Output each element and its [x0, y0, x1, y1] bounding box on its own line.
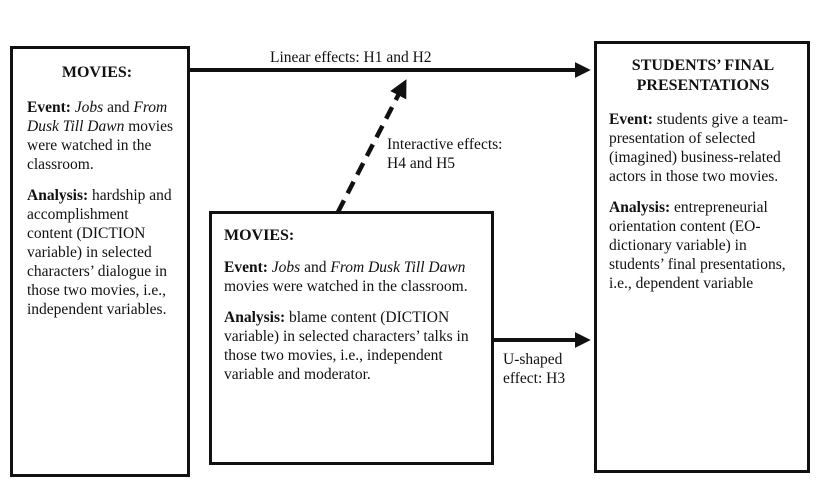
- analysis-label: Analysis:: [27, 187, 89, 204]
- students-presentations-box: STUDENTS’ FINAL PRESENTATIONS Event: stu…: [594, 41, 810, 473]
- interactive-effect-arrow: [336, 79, 407, 214]
- u-shaped-effect-label: U-shaped effect: H3: [503, 350, 565, 388]
- u-shaped-effect-label-line1: U-shaped: [503, 351, 563, 368]
- interactive-effect-label: Interactive effects: H4 and H5: [387, 135, 502, 173]
- movie-title-jobs: Jobs: [271, 259, 301, 276]
- analysis-paragraph: Analysis: blame content (DICTION variabl…: [224, 309, 469, 383]
- movies-independent-box: MOVIES: Event: Jobs and From Dusk Till D…: [10, 46, 190, 477]
- linear-effect-label: Linear effects: H1 and H2: [270, 49, 432, 66]
- movie-title-from-dusk-till-dawn: From Dusk Till Dawn: [330, 259, 466, 276]
- analysis-label: Analysis:: [224, 309, 286, 326]
- box-title: MOVIES:: [224, 227, 295, 244]
- movies-moderator-box: MOVIES: Event: Jobs and From Dusk Till D…: [209, 211, 494, 465]
- event-label: Event:: [224, 259, 268, 276]
- event-paragraph: Event: students give a team-presentation…: [609, 111, 789, 185]
- event-label: Event:: [27, 99, 71, 116]
- analysis-paragraph: Analysis: entrepreneurial orientation co…: [609, 199, 786, 292]
- movie-title-jobs: Jobs: [74, 99, 104, 116]
- u-shaped-effect-label-line2: effect: H3: [503, 370, 566, 387]
- box-title: STUDENTS’ FINAL PRESENTATIONS: [631, 57, 775, 94]
- movie-title-from-dusk-till-dawn: From Dusk Till Dawn: [27, 99, 168, 135]
- analysis-paragraph: Analysis: hardship and accomplishment co…: [27, 187, 172, 318]
- interactive-effect-label-line1: Interactive effects:: [387, 136, 503, 153]
- event-label: Event:: [609, 111, 653, 128]
- event-paragraph: Event: Jobs and From Dusk Till Dawn movi…: [224, 259, 468, 295]
- interactive-effect-label-line2: H4 and H5: [387, 155, 456, 172]
- box-title: MOVIES:: [61, 64, 133, 81]
- analysis-label: Analysis:: [609, 199, 671, 216]
- event-paragraph: Event: Jobs and From Dusk Till Dawn movi…: [27, 99, 173, 173]
